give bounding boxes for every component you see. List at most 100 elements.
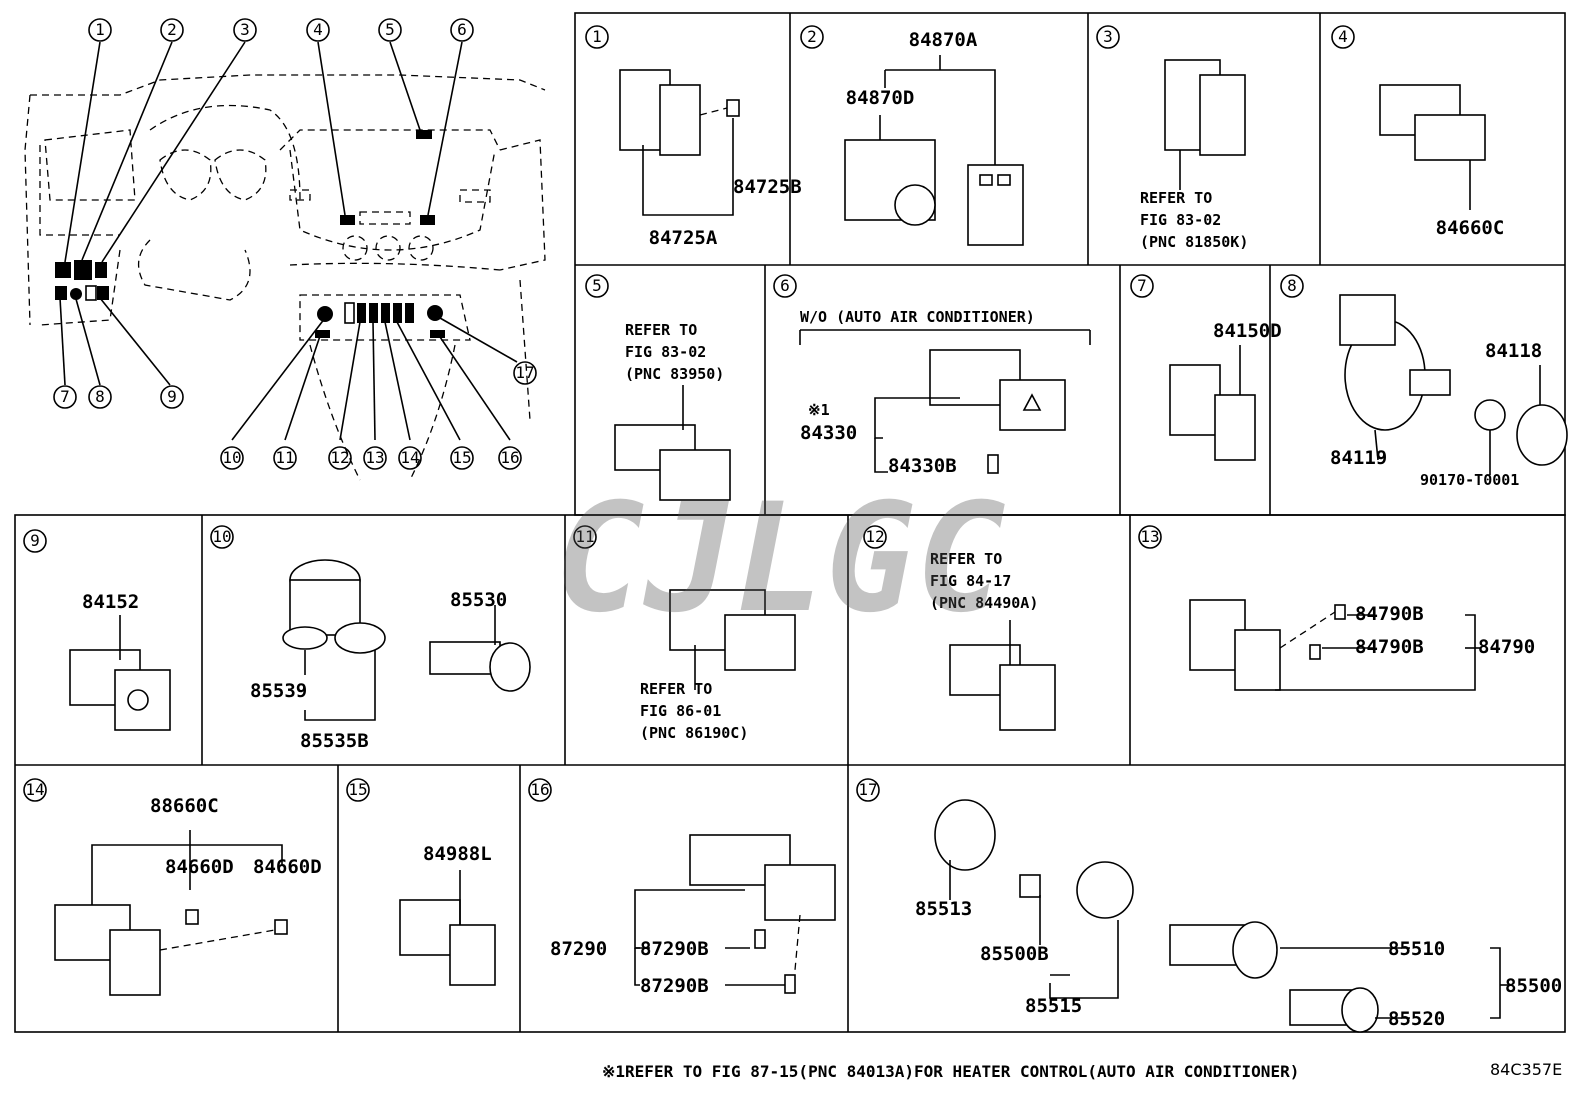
overview-callout-5: 5 [378,18,402,42]
cell-number: 8 [1280,274,1304,298]
part-number: 84790B [1355,603,1424,625]
callout-circle [210,525,234,549]
callout-circle [88,385,112,409]
reference-note: (PNC 81850K) [1140,233,1248,251]
part-number: 84119 [1330,447,1387,469]
overview-callout-9: 9 [160,385,184,409]
part-number: 88660C [150,795,219,817]
part-number: 84150D [1213,320,1282,342]
callout-circle [863,525,887,549]
footer-note: ※1REFER TO FIG 87-15(PNC 84013A)FOR HEAT… [602,1062,1300,1081]
part-number: 84870A [909,29,978,51]
overview-callout-15: 15 [450,446,474,470]
reference-note: ※1 [808,401,830,419]
callout-circle [273,446,297,470]
cell-number: 7 [1130,274,1154,298]
callout-circle [220,446,244,470]
figure-id: 84C357E [1490,1060,1563,1079]
reference-note: (PNC 83950) [625,365,724,383]
callout-circle [306,18,330,42]
callout-circle [585,25,609,49]
part-number: 87290 [550,938,607,960]
cell-number: 14 [23,778,47,802]
cell-number: 12 [863,525,887,549]
part-number: 85530 [450,589,507,611]
reference-note: (PNC 84490A) [930,594,1038,612]
reference-note: REFER TO [625,321,697,339]
callout-circle [363,446,387,470]
callout-number: 12 [865,527,884,546]
callout-circle [1130,274,1154,298]
overview-callout-2: 2 [160,18,184,42]
callout-number: 6 [780,276,790,295]
callout-number: 17 [515,363,534,382]
overview-callout-12: 12 [328,446,352,470]
callout-number: 14 [25,780,44,799]
callout-number: 3 [1103,27,1113,46]
part-number: 85535B [300,730,369,752]
callout-number: 3 [240,20,250,39]
watermark-text: CJLGC [554,472,1006,646]
callout-circle [378,18,402,42]
overview-callout-8: 8 [88,385,112,409]
part-number: 84870D [846,87,915,109]
reference-note: W/O (AUTO AIR CONDITIONER) [800,308,1035,326]
cell-number: 6 [773,274,797,298]
callout-circle [773,274,797,298]
callout-circle [1096,25,1120,49]
callout-number: 7 [1137,276,1147,295]
cell-number: 15 [346,778,370,802]
cell-number: 13 [1138,525,1162,549]
callout-number: 13 [1140,527,1159,546]
callout-circle [160,18,184,42]
overview-callout-7: 7 [53,385,77,409]
callout-number: 6 [457,20,467,39]
callout-circle [88,18,112,42]
callout-circle [53,385,77,409]
callout-circle [160,385,184,409]
callout-number: 10 [212,527,231,546]
reference-note: FIG 83-02 [1140,211,1221,229]
reference-note: FIG 83-02 [625,343,706,361]
overview-callout-14: 14 [398,446,422,470]
callout-number: 5 [385,20,395,39]
part-number: 85515 [1025,995,1082,1017]
overview-callout-4: 4 [306,18,330,42]
cell-number: 4 [1331,25,1355,49]
part-number: 84152 [82,591,139,613]
overview-callout-3: 3 [233,18,257,42]
cell-number: 17 [856,778,880,802]
overview-callout-6: 6 [450,18,474,42]
callout-circle [856,778,880,802]
part-number: 85513 [915,898,972,920]
callout-circle [398,446,422,470]
cell-number: 3 [1096,25,1120,49]
part-number: 84118 [1485,340,1542,362]
part-number: 84988L [423,843,492,865]
reference-note: (PNC 86190C) [640,724,748,742]
callout-number: 2 [807,27,817,46]
part-number: 84330B [888,455,957,477]
callout-number: 4 [313,20,323,39]
callout-number: 11 [275,448,294,467]
callout-number: 16 [530,780,549,799]
reference-note: FIG 86-01 [640,702,721,720]
watermark: CJLGC [554,472,1006,646]
callout-circle [23,778,47,802]
callout-circle [513,361,537,385]
callout-number: 15 [348,780,367,799]
callout-number: 14 [400,448,419,467]
reference-note: REFER TO [930,550,1002,568]
overview-callout-17: 17 [513,361,537,385]
part-number: 85510 [1388,938,1445,960]
